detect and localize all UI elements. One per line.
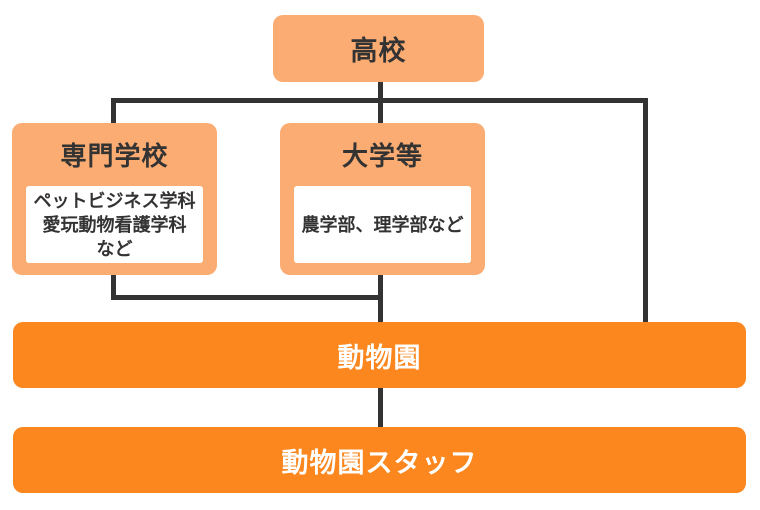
vocational-detail-line: 愛玩動物看護学科 [42,214,187,235]
connector-branch-right-down [643,98,648,322]
node-university: 大学等 農学部、理学部など [280,123,485,275]
vocational-school-detail-panel: ペットビジネス学科 愛玩動物看護学科 など [26,186,203,263]
connector-merge-bottom [111,295,383,300]
connector-university-down [378,275,383,322]
node-university-title: 大学等 [341,140,423,171]
node-highschool-label: 高校 [350,36,407,66]
university-detail-panel: 農学部、理学部など [294,186,471,263]
vocational-detail-line: ペットビジネス学科 [33,190,196,211]
node-zoo-staff: 動物園スタッフ [13,427,746,493]
node-vocational-school: 専門学校 ペットビジネス学科 愛玩動物看護学科 など [12,123,217,275]
connector-branch-left-down [111,98,116,123]
vocational-detail-line: など [96,238,133,259]
university-detail-line: 農学部、理学部など [301,214,464,235]
node-zoo-staff-label: 動物園スタッフ [281,447,478,478]
node-zoo-label: 動物園 [337,342,422,373]
connector-zoo-to-staff [378,388,383,427]
node-highschool: 高校 [273,15,484,82]
node-zoo: 動物園 [13,322,746,388]
node-vocational-school-title: 専門学校 [60,140,169,171]
connector-branch-top [111,98,648,103]
connector-vocational-down [111,275,116,300]
